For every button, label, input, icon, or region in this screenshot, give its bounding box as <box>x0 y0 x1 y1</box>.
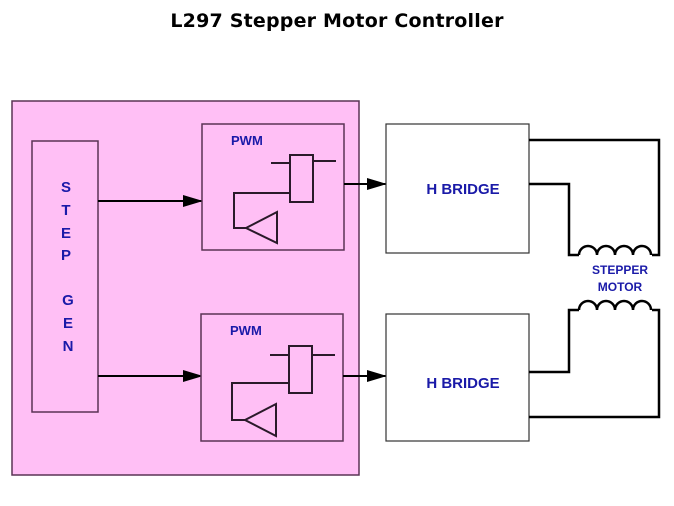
motor-winding-1 <box>529 138 661 257</box>
motor-label-line2: MOTOR <box>598 280 643 294</box>
step-gen-letter: P <box>61 247 71 264</box>
step-gen-letter: G <box>62 292 74 309</box>
page-title: L297 Stepper Motor Controller <box>170 10 504 32</box>
h-bridge-label: H BRIDGE <box>426 375 499 392</box>
pwm-block-2: PWM <box>200 313 344 442</box>
step-gen-letter: E <box>63 315 73 332</box>
h-bridge-2: H BRIDGE <box>385 313 530 442</box>
flip-flop-icon <box>270 345 335 394</box>
pwm-block-1: PWM <box>201 123 345 251</box>
comparator-icon <box>231 382 289 438</box>
step-gen-letter: T <box>61 202 70 219</box>
h-bridge-1: H BRIDGE <box>385 123 530 254</box>
pwm-label: PWM <box>230 323 262 338</box>
h-bridge-label: H BRIDGE <box>426 181 499 198</box>
pwm-label: PWM <box>231 133 263 148</box>
step-gen-letter: N <box>63 338 74 355</box>
step-gen-block: S T E P G E N <box>31 140 99 413</box>
motor-label-line1: STEPPER <box>592 263 648 277</box>
comparator-icon <box>233 192 290 245</box>
step-gen-letter: S <box>61 179 71 196</box>
flip-flop-icon <box>271 154 336 203</box>
motor-winding-2 <box>529 299 661 419</box>
step-gen-letter: E <box>61 225 71 242</box>
